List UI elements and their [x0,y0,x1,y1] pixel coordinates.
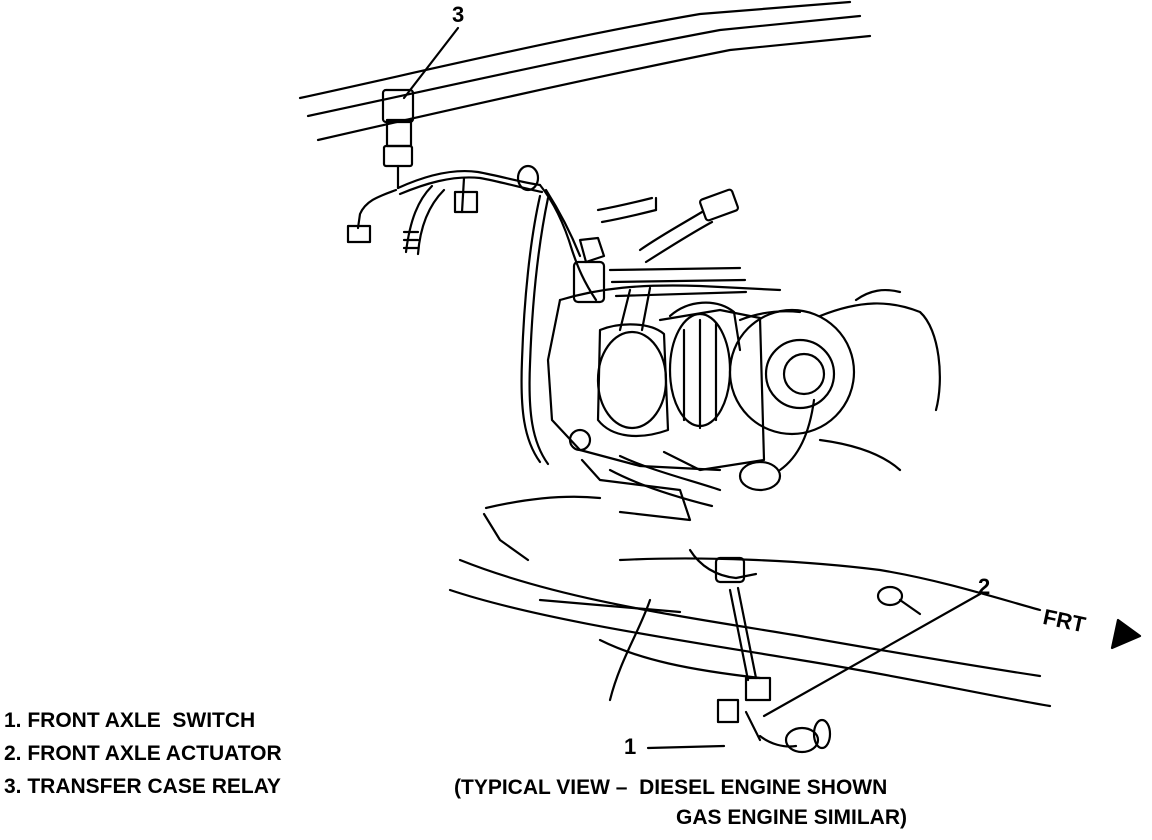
lower-piping [568,398,816,522]
transfer-case-relay [381,88,415,190]
callout-1-label: 1 [624,734,637,759]
upper-frame-rail [298,0,872,142]
legend-item-transfer-case-relay: 3. TRANSFER CASE RELAY [4,775,281,798]
hoses-and-lines [596,188,748,332]
legend-item-front-axle-actuator: 2. FRONT AXLE ACTUATOR [4,742,282,765]
front-axle-actuator [688,548,922,616]
parts-legend: 1. FRONT AXLE SWITCH 2. FRONT AXLE ACTUA… [4,704,282,803]
callout-3-label: 3 [452,2,465,27]
callout-1-leader [646,744,726,750]
front-axle-switch [758,718,832,754]
lower-frame-rail [448,495,1052,708]
wiring-harness-main [520,183,606,466]
caption-line-2: GAS ENGINE SIMILAR) [676,806,908,829]
engine-block [546,284,782,472]
turbo-housing [728,289,941,472]
wiring-harness-upper [346,164,544,256]
legend-item-front-axle-switch: 1. FRONT AXLE SWITCH [4,709,256,732]
caption-line-1: (TYPICAL VIEW – DIESEL ENGINE SHOWN [454,776,888,799]
switch-harness [716,586,772,742]
front-direction-arrow [1110,618,1142,650]
callout-3-leader [402,26,460,100]
callout-2-leader [762,592,982,718]
callout-2-label: 2 [978,574,991,599]
